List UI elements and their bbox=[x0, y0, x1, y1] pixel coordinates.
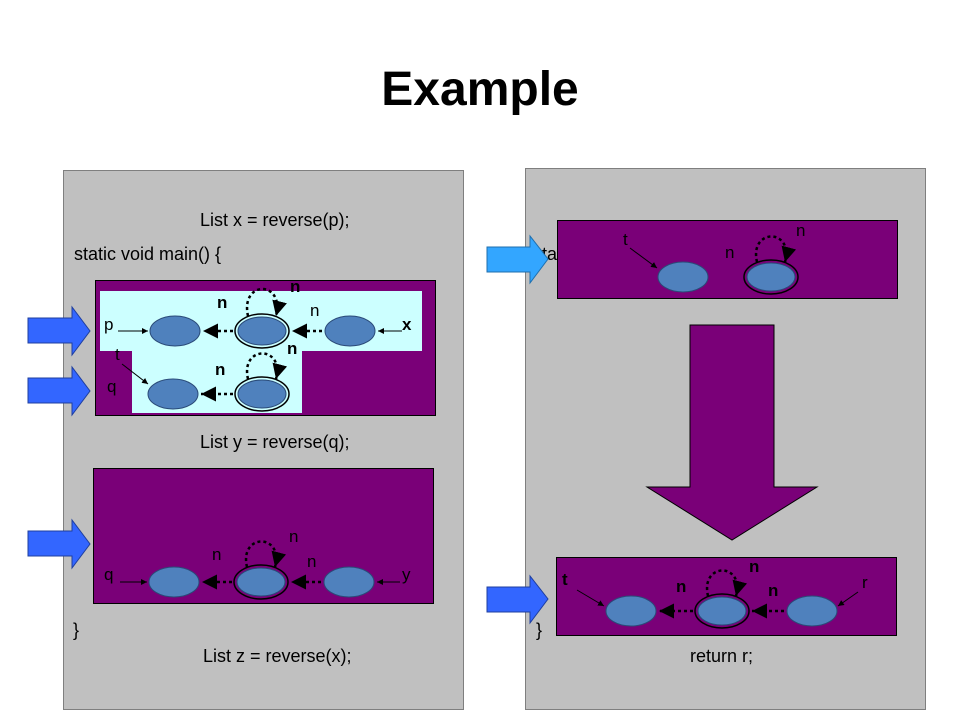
code-line-reverse-q: List y = reverse(q); bbox=[200, 432, 350, 452]
heap4-node-left bbox=[605, 595, 657, 627]
heap1-var-q: q bbox=[107, 377, 117, 396]
heap4-node-center bbox=[697, 596, 747, 626]
heap4-var-t: t bbox=[562, 570, 568, 589]
heap2-graph bbox=[120, 540, 400, 600]
code-line-main: static void main() { bbox=[74, 244, 222, 264]
heap1-node-right bbox=[324, 315, 376, 347]
heap1-node-center bbox=[237, 316, 287, 346]
heap3-node-center bbox=[746, 262, 796, 292]
heap1-var-t: t bbox=[115, 345, 120, 364]
heap4-edge-label-2: n bbox=[749, 557, 760, 576]
heap2-node-center-outer bbox=[233, 564, 289, 600]
heap1-node-center-outer bbox=[234, 313, 290, 349]
heap2-edge-label-3: n bbox=[307, 552, 317, 571]
heap3-node-left bbox=[657, 261, 709, 293]
heap3-graph bbox=[629, 235, 799, 295]
pointer-arrow-4 bbox=[486, 234, 549, 285]
heap4-node-right bbox=[786, 595, 838, 627]
code-line-return-r: return r; bbox=[690, 646, 754, 666]
heap1-edge-label-5: n bbox=[215, 360, 226, 379]
heap3-edge-label-1: n bbox=[796, 221, 806, 240]
heap1-graph bbox=[118, 287, 402, 412]
heap3-node-center-outer bbox=[743, 259, 799, 295]
heap2-edge-label-1: n bbox=[212, 545, 222, 564]
heap2-node-left bbox=[148, 566, 200, 598]
heap1-var-x: x bbox=[402, 315, 412, 334]
heap1-node-bottom-center-outer bbox=[234, 376, 290, 412]
slide-title: Example bbox=[381, 63, 579, 116]
code-line-reverse-x: List z = reverse(x); bbox=[203, 646, 352, 666]
heap4-node-center-outer bbox=[694, 593, 750, 629]
heap2-var-q: q bbox=[104, 565, 114, 584]
code-line-reverse-p: List x = reverse(p); bbox=[200, 210, 350, 230]
heap4-edge-label-3: n bbox=[768, 581, 779, 600]
pointer-arrow-3 bbox=[27, 518, 91, 570]
heap2-node-center bbox=[236, 567, 286, 597]
heap1-edge-label-3: n bbox=[310, 301, 320, 320]
code-line-close-brace: } bbox=[73, 620, 80, 640]
code-line-close-brace-right: } bbox=[536, 620, 543, 640]
heap1-edge-label-4: n bbox=[287, 339, 298, 358]
heap1-node-bottom-center bbox=[237, 379, 287, 409]
heap2-edge-label-2: n bbox=[289, 527, 299, 546]
pointer-arrow-1 bbox=[27, 305, 91, 357]
heap-box-3 bbox=[557, 220, 898, 299]
heap1-node-left bbox=[149, 315, 201, 347]
heap4-graph bbox=[576, 569, 859, 629]
left-panel bbox=[63, 170, 464, 710]
heap1-var-p: p bbox=[104, 315, 114, 334]
pointer-arrow-5 bbox=[486, 574, 549, 625]
heap2-node-right bbox=[323, 566, 375, 598]
heap2-var-y: y bbox=[402, 565, 411, 584]
pointer-arrow-2 bbox=[27, 365, 91, 417]
heap4-var-r: r bbox=[862, 573, 868, 592]
heap1-node-bottom-left bbox=[147, 378, 199, 410]
heap1-edge-label-1: n bbox=[217, 293, 228, 312]
heap3-var-t: t bbox=[623, 230, 628, 249]
heap1-edge-label-2: n bbox=[290, 277, 301, 296]
heap4-edge-label-1: n bbox=[676, 577, 687, 596]
heap3-edge-label-2: n bbox=[725, 243, 735, 262]
